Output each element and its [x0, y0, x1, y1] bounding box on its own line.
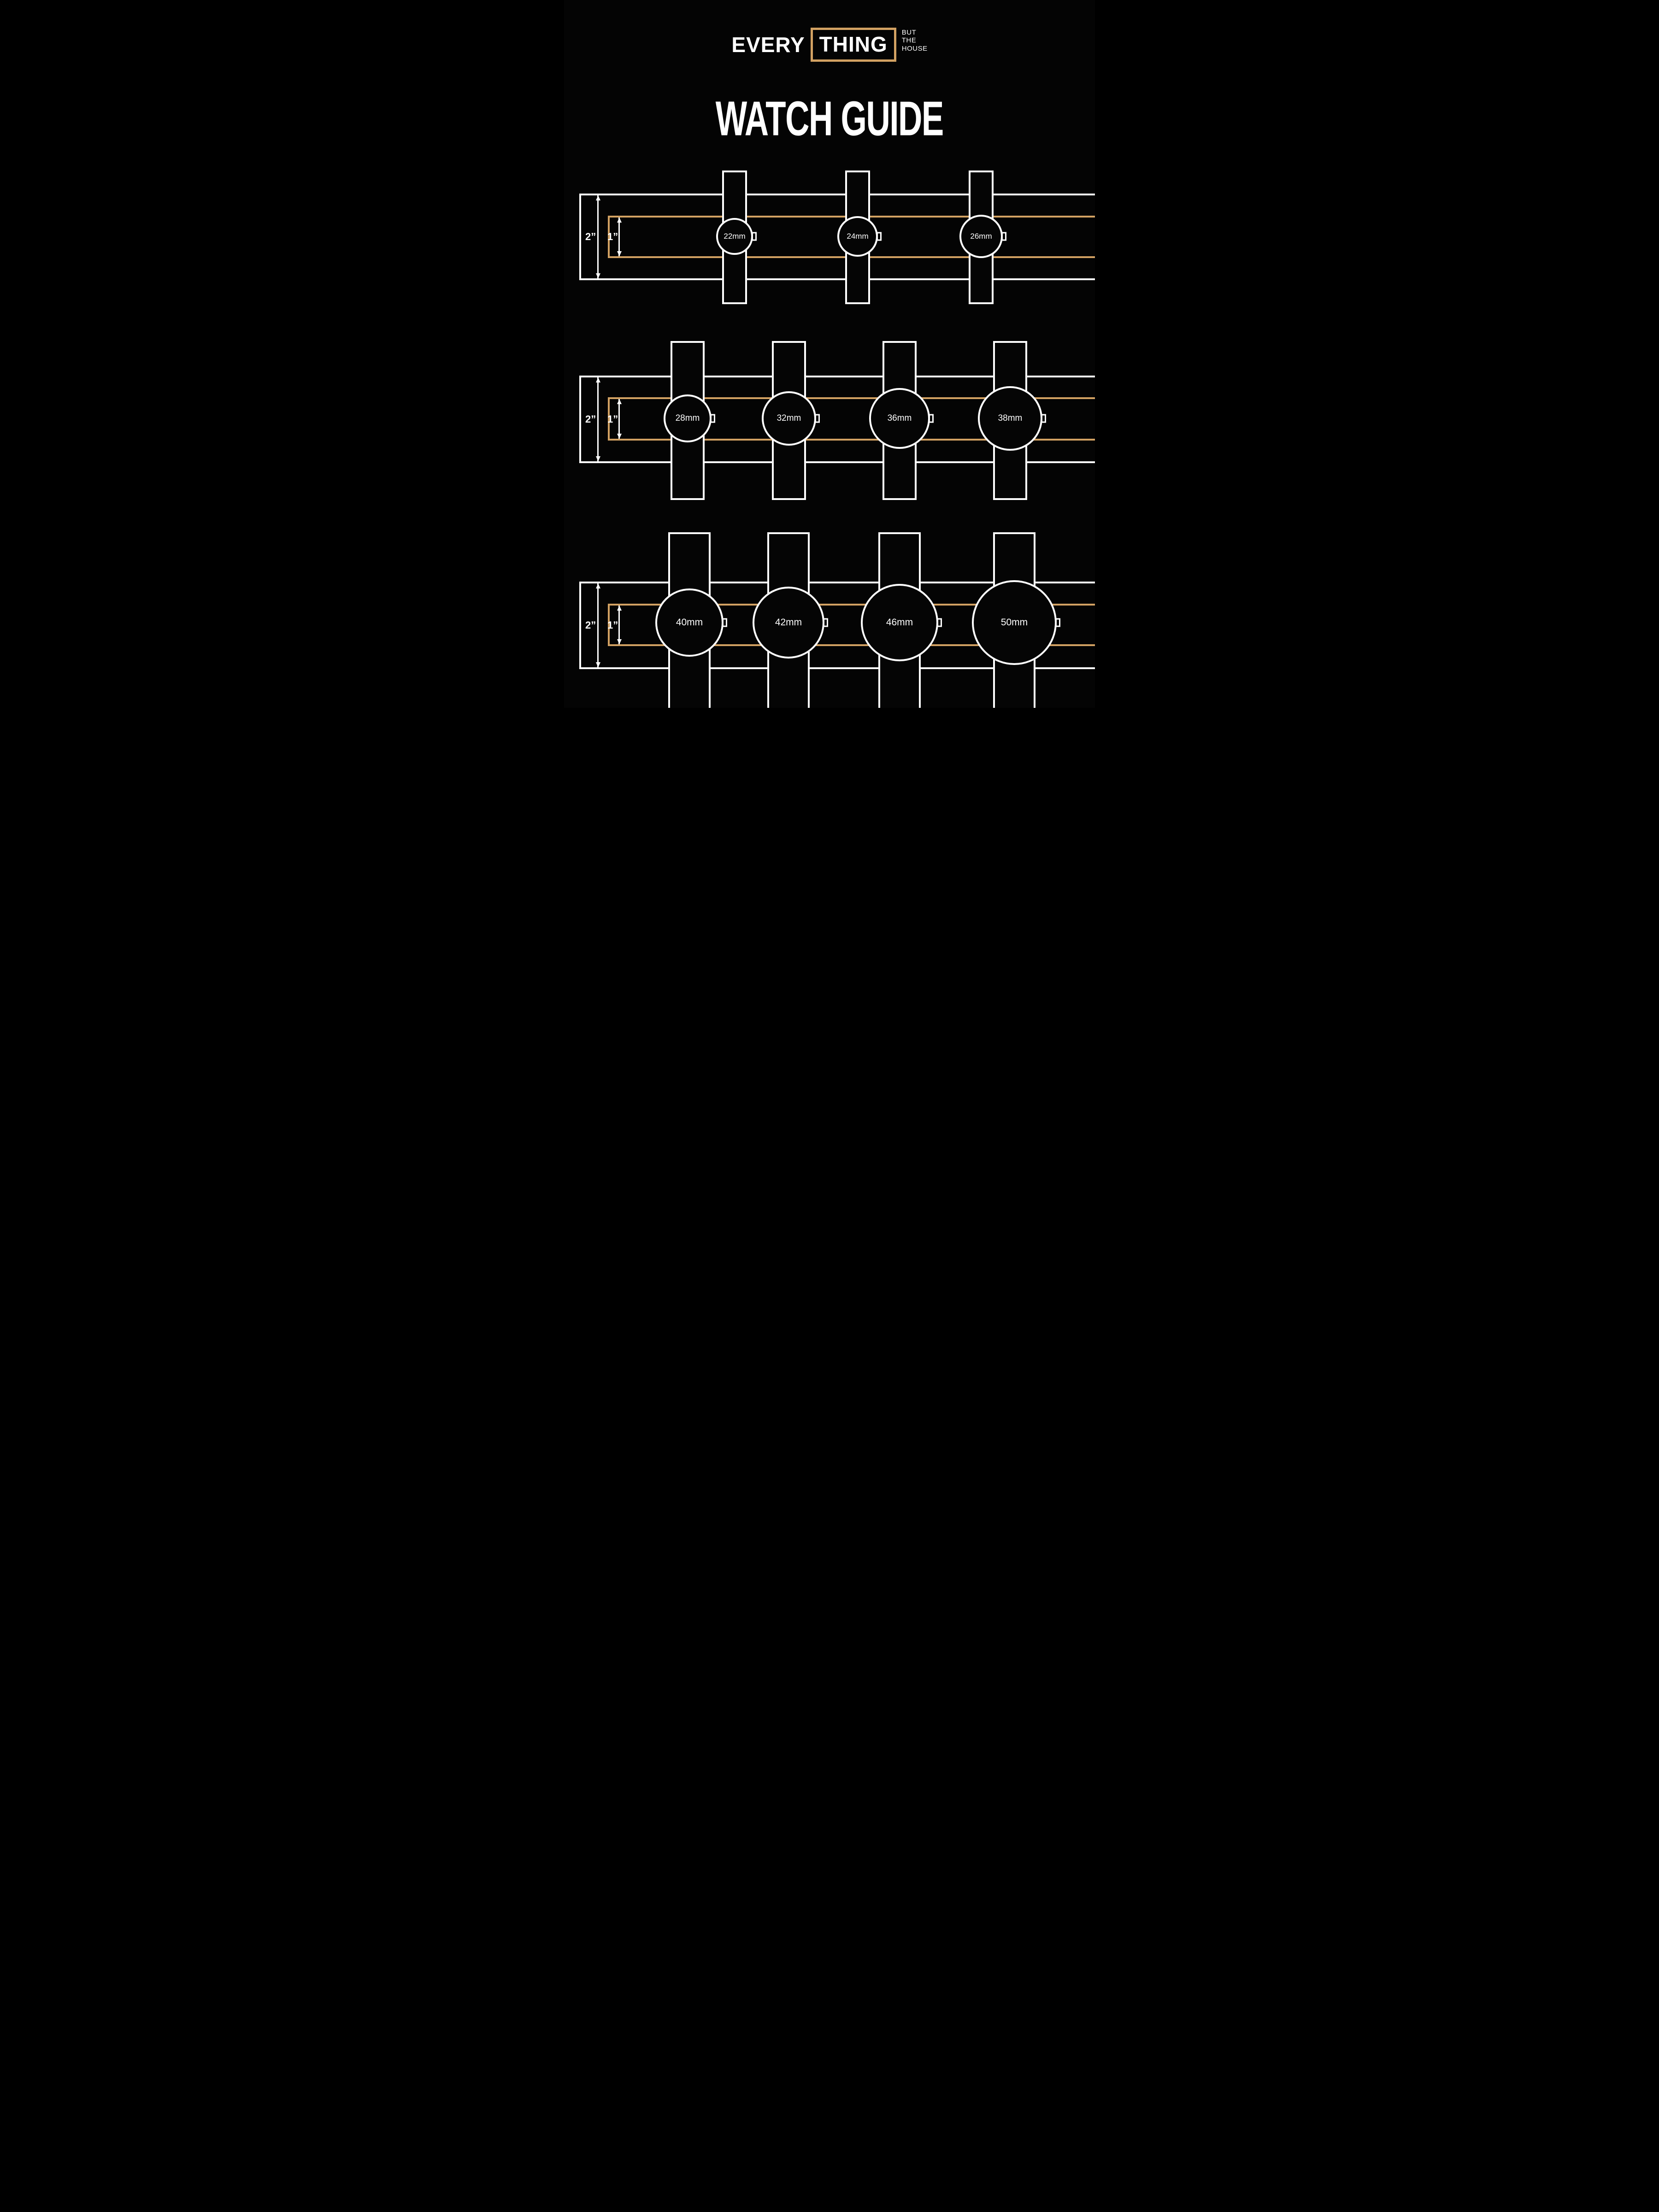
- watch-face: 28mm: [664, 394, 712, 442]
- logo-tagline-line: THE: [901, 36, 917, 45]
- watch-face: 38mm: [978, 386, 1042, 451]
- watch-size-label: 28mm: [675, 413, 700, 423]
- watch-row-small: 2” 1” 22mm 24mm 26mm: [564, 171, 1095, 304]
- logo-tagline-line: BUT: [901, 29, 917, 36]
- dim-label-2in: 2”: [585, 413, 596, 425]
- watch-size-label: 32mm: [777, 413, 801, 423]
- band-2-inch: [579, 582, 1095, 669]
- dim-arrow-2in: [595, 195, 600, 278]
- dim-label-2in: 2”: [585, 619, 596, 631]
- watch-size-label: 24mm: [847, 232, 869, 241]
- dim-arrow-2in: [595, 583, 600, 667]
- watch-face: 22mm: [716, 218, 753, 255]
- watch-size-label: 42mm: [775, 617, 802, 628]
- watch-face: 32mm: [762, 391, 816, 446]
- dim-label-1in: 1”: [607, 231, 618, 242]
- logo-tagline-line: HOUSE: [901, 44, 928, 53]
- watch-face: 36mm: [869, 388, 930, 449]
- watch-size-label: 46mm: [886, 617, 913, 628]
- ebth-logo: EVERY THING BUT THE HOUSE: [564, 28, 1095, 62]
- watch-face: 46mm: [861, 584, 938, 661]
- watch-size-label: 26mm: [970, 232, 992, 241]
- watch-face: 26mm: [959, 215, 1003, 258]
- watch-face: 50mm: [972, 580, 1057, 665]
- dim-arrow-1in: [617, 218, 622, 256]
- watch-size-label: 38mm: [998, 413, 1023, 423]
- watch-size-label: 40mm: [676, 617, 703, 628]
- watch-face: 40mm: [655, 588, 724, 657]
- dim-arrow-1in: [617, 399, 622, 439]
- dim-label-1in: 1”: [607, 619, 618, 631]
- dim-arrow-1in: [617, 606, 622, 644]
- band-1-inch: [608, 604, 1095, 646]
- dim-label-1in: 1”: [607, 413, 618, 425]
- watch-face: 42mm: [753, 587, 824, 659]
- band-2-inch: [579, 194, 1095, 280]
- dim-label-2in: 2”: [585, 231, 596, 242]
- watch-size-label: 50mm: [1000, 617, 1028, 628]
- dim-arrow-2in: [595, 377, 600, 461]
- logo-word-thing-boxed: THING: [810, 28, 896, 62]
- logo-word-every: EVERY: [731, 33, 805, 57]
- watch-face: 24mm: [837, 216, 878, 257]
- logo-tagline: BUT THE HOUSE: [902, 29, 928, 53]
- page-title: WATCH GUIDE: [715, 91, 944, 146]
- watch-guide-canvas: EVERY THING BUT THE HOUSE WATCH GUIDE 2”…: [564, 0, 1095, 708]
- watch-row-medium: 2” 1” 28mm 32mm 36mm: [564, 341, 1095, 500]
- band-2-inch: [579, 376, 1095, 463]
- watch-row-large: 2” 1” 40mm 42mm 46mm: [564, 532, 1095, 708]
- watch-size-label: 36mm: [887, 413, 912, 423]
- band-1-inch: [608, 397, 1095, 441]
- watch-size-label: 22mm: [724, 232, 746, 241]
